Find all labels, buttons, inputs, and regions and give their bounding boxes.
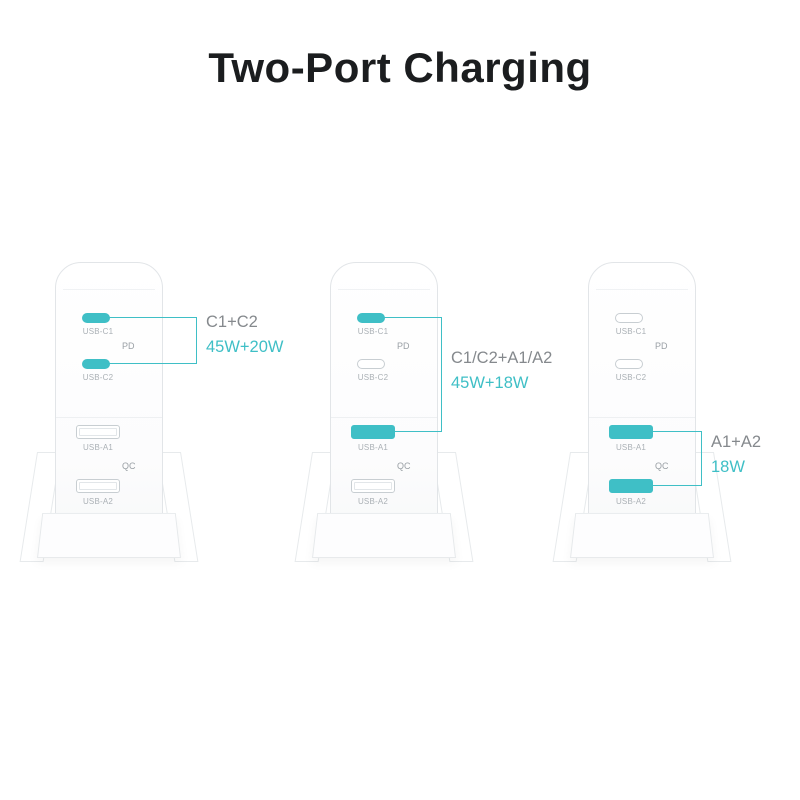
qc-tag: QC xyxy=(397,461,411,471)
callout-line xyxy=(109,363,196,364)
page-title: Two-Port Charging xyxy=(208,44,592,91)
usb-c1-label: USB-C1 xyxy=(82,327,114,336)
callout-bracket xyxy=(196,317,197,364)
usb-c2-label: USB-C2 xyxy=(82,373,114,382)
qc-tag: QC xyxy=(122,461,136,471)
usb-c1-label: USB-C1 xyxy=(615,327,647,336)
callout-label: A1+A2 18W xyxy=(711,430,761,480)
pd-tag: PD xyxy=(122,341,135,351)
usb-a2-port xyxy=(351,479,395,493)
usb-a1-port xyxy=(76,425,120,439)
callout-line xyxy=(652,485,701,486)
usb-c1-label: USB-C1 xyxy=(357,327,389,336)
callout-watts: 18W xyxy=(711,458,745,476)
callout-bracket xyxy=(441,317,442,432)
callout-bracket xyxy=(701,431,702,486)
charger-3: USB-C1 PD USB-C2 USB-A1 QC USB-A2 A1+A2 … xyxy=(552,262,800,602)
usb-c2-port xyxy=(82,359,110,369)
callout-combo: A1+A2 xyxy=(711,433,761,451)
callout-line xyxy=(394,431,441,432)
pd-tag: PD xyxy=(655,341,668,351)
usb-a2-label: USB-A2 xyxy=(615,497,647,506)
charger-body: USB-C1 PD USB-C2 USB-A1 QC USB-A2 xyxy=(588,262,696,544)
usb-c1-port xyxy=(615,313,643,323)
usb-c2-label: USB-C2 xyxy=(615,373,647,382)
callout-line xyxy=(109,317,196,318)
usb-a2-label: USB-A2 xyxy=(82,497,114,506)
callout-watts: 45W+20W xyxy=(206,338,284,356)
charger-1: USB-C1 PD USB-C2 USB-A1 QC USB-A2 C1+C2 … xyxy=(19,262,360,602)
pd-tag: PD xyxy=(397,341,410,351)
callout-watts: 45W+18W xyxy=(451,374,529,392)
usb-a1-label: USB-A1 xyxy=(82,443,114,452)
usb-a1-label: USB-A1 xyxy=(357,443,389,452)
stand-front-tray xyxy=(570,513,714,558)
usb-a2-port xyxy=(609,479,653,493)
usb-a2-label: USB-A2 xyxy=(357,497,389,506)
usb-a1-port xyxy=(351,425,395,439)
usb-c1-port xyxy=(82,313,110,323)
charger-body: USB-C1 PD USB-C2 USB-A1 QC USB-A2 xyxy=(330,262,438,544)
callout-label: C1+C2 45W+20W xyxy=(206,310,284,360)
callout-line xyxy=(384,317,441,318)
usb-a1-label: USB-A1 xyxy=(615,443,647,452)
usb-a1-port xyxy=(609,425,653,439)
charger-2: USB-C1 PD USB-C2 USB-A1 QC USB-A2 C1/C2+… xyxy=(294,262,635,602)
qc-tag: QC xyxy=(655,461,669,471)
callout-combo: C1/C2+A1/A2 xyxy=(451,349,553,367)
usb-c2-label: USB-C2 xyxy=(357,373,389,382)
stand-front-tray xyxy=(312,513,456,558)
callout-line xyxy=(652,431,701,432)
usb-c1-port xyxy=(357,313,385,323)
usb-a2-port xyxy=(76,479,120,493)
charger-body: USB-C1 PD USB-C2 USB-A1 QC USB-A2 xyxy=(55,262,163,544)
callout-label: C1/C2+A1/A2 45W+18W xyxy=(451,346,552,396)
usb-c2-port xyxy=(357,359,385,369)
stand-front-tray xyxy=(37,513,181,558)
usb-c2-port xyxy=(615,359,643,369)
callout-combo: C1+C2 xyxy=(206,313,258,331)
